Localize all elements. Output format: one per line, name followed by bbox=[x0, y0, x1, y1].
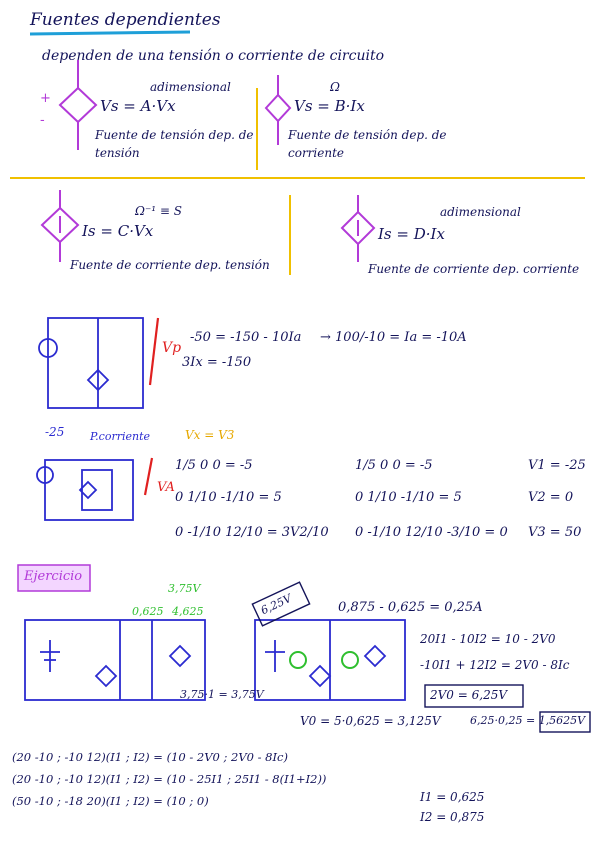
dep-voltage-source-icon-2 bbox=[264, 75, 292, 145]
circuit-3-diagram bbox=[24, 619, 206, 701]
matrix1-res2: V2 = 0 bbox=[528, 490, 574, 505]
exercise-eqA: 20I1 - 10I2 = 10 - 2V0 bbox=[420, 632, 556, 646]
source-3-equation: Is = C·Vx bbox=[82, 222, 154, 240]
source-2-desc2: corriente bbox=[288, 146, 345, 160]
svg-text:-: - bbox=[40, 113, 45, 128]
box-vo2 bbox=[539, 711, 591, 733]
exercise-box bbox=[17, 564, 91, 592]
source-1-equation: Vs = A·Vx bbox=[100, 97, 176, 115]
matrix-eq-2: (20 -10 ; -10 12)(I1 ; I2) = (10 - 25I1 … bbox=[12, 772, 327, 786]
label-vx: Vx = V3 bbox=[185, 428, 235, 442]
source-1-desc2: tensión bbox=[95, 146, 140, 160]
exercise-i-eq: 0,875 - 0,625 = 0,25A bbox=[338, 600, 483, 615]
matrix1-res1: V1 = -25 bbox=[528, 458, 586, 473]
source-4-note: adimensional bbox=[440, 205, 521, 219]
source-1-note: adimensional bbox=[150, 80, 231, 94]
source-2-desc: Fuente de tensión dep. de bbox=[288, 128, 447, 142]
result-i1: I1 = 0,625 bbox=[420, 790, 485, 804]
exercise-eqB: -10I1 + 12I2 = 2V0 - 8Ic bbox=[420, 658, 570, 672]
matrix1-row3: 0 -1/10 12/10 = 3V2/10 bbox=[175, 525, 329, 540]
circuit-1-diagram bbox=[38, 317, 144, 409]
label-vp: Vp bbox=[162, 340, 182, 356]
exercise-vo2: 6,25·0,25 = 1,5625V bbox=[470, 714, 586, 727]
result-i2: I2 = 0,875 bbox=[420, 810, 485, 824]
example1-eq1: -50 = -150 - 10Ia bbox=[190, 330, 302, 345]
matrix1b-row3: 0 -1/10 12/10 -3/10 = 0 bbox=[355, 525, 508, 540]
exercise-top1: 3,75V bbox=[168, 582, 201, 595]
matrix1-row2: 0 1/10 -1/10 = 5 bbox=[175, 490, 282, 505]
example1-eq2: 3Ix = -150 bbox=[182, 355, 252, 370]
circuit-4-diagram bbox=[254, 619, 406, 701]
exercise-boxed: 2V0 = 6,25V bbox=[430, 688, 508, 702]
label-va: VA bbox=[157, 480, 175, 495]
dep-voltage-source-icon bbox=[58, 60, 98, 150]
exercise-label: Ejercicio bbox=[24, 569, 83, 584]
example1-eq1b: → 100/-10 = Ia = -10A bbox=[320, 330, 467, 345]
matrix1-res3: V3 = 50 bbox=[528, 525, 582, 540]
page-title: Fuentes dependientes bbox=[30, 10, 221, 30]
matrix1b-row1: 1/5 0 0 = -5 bbox=[355, 458, 433, 473]
box-2v0 bbox=[424, 684, 524, 708]
circuit-2-diagram bbox=[36, 459, 134, 521]
source-3-desc: Fuente de corriente dep. tensión bbox=[70, 258, 270, 272]
matrix1b-row2: 0 1/10 -1/10 = 5 bbox=[355, 490, 462, 505]
source-3-note: Ω⁻¹ ≡ S bbox=[135, 204, 182, 218]
source-4-equation: Is = D·Ix bbox=[378, 225, 445, 243]
exercise-top2: 0,625 bbox=[132, 605, 164, 618]
source-4-desc: Fuente de corriente dep. corriente bbox=[368, 262, 580, 276]
matrix1-row1: 1/5 0 0 = -5 bbox=[175, 458, 253, 473]
exercise-top3: 4,625 bbox=[172, 605, 204, 618]
title-underline bbox=[29, 30, 191, 36]
label-25: -25 bbox=[45, 425, 65, 439]
source-2-equation: Vs = B·Ix bbox=[294, 97, 365, 115]
dep-current-source-icon bbox=[40, 190, 80, 262]
source-2-note: Ω bbox=[330, 80, 340, 94]
dep-current-source-icon-2 bbox=[340, 195, 376, 262]
matrix-eq-1: (20 -10 ; -10 12)(I1 ; I2) = (10 - 2V0 ;… bbox=[12, 750, 288, 764]
label-corriente: P.corriente bbox=[90, 430, 151, 443]
intro-text: dependen de una tensión o corriente de c… bbox=[42, 48, 385, 64]
svg-text:+: + bbox=[40, 91, 51, 106]
box-625v bbox=[251, 581, 311, 627]
exercise-vo: V0 = 5·0,625 = 3,125V bbox=[300, 714, 441, 728]
exercise-prod: 3,75·1 = 3,75V bbox=[180, 688, 264, 701]
source-1-desc: Fuente de tensión dep. de bbox=[95, 128, 254, 142]
matrix-eq-3: (50 -10 ; -18 20)(I1 ; I2) = (10 ; 0) bbox=[12, 794, 209, 808]
